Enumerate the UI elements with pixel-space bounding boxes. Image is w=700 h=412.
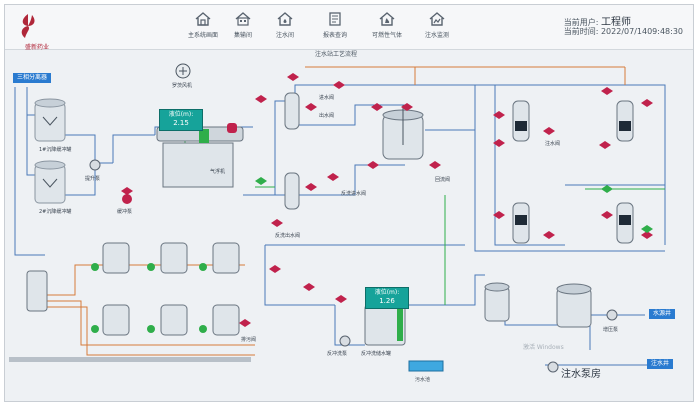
user-label: 当前用户:	[563, 18, 599, 27]
water-house-icon	[277, 12, 293, 26]
time-label: 当前时间:	[563, 27, 599, 36]
gauge-value: 1.26	[379, 297, 395, 305]
valve-label: 反洗出水阀	[275, 232, 300, 239]
lift-pump[interactable]: 提升泵	[85, 159, 101, 182]
sewage-pool: 污水池	[408, 360, 444, 383]
chemical-tank	[26, 270, 48, 312]
nav-label: 注水间	[275, 32, 294, 39]
valve-label: 出水阀	[319, 112, 334, 119]
water-source-label: 水源井	[649, 309, 676, 319]
watermark: 激活 Windows	[523, 344, 564, 351]
logo-text: 盛新药业	[24, 44, 49, 51]
settling-tank-1: 1#沉降缓冲罐	[34, 98, 71, 153]
buffer-pump[interactable]: 缓冲泵	[117, 194, 132, 215]
flotation-label: 气浮机	[210, 168, 225, 175]
nav-label: 集输间	[233, 32, 252, 39]
valve-label: 反洗进水阀	[341, 190, 366, 197]
injection-pump[interactable]	[547, 361, 559, 373]
buffer-tank-right	[484, 282, 510, 322]
settling-tank-2: 2#沉降缓冲罐	[34, 160, 71, 215]
return-pipes	[45, 66, 626, 356]
logo: 盛新药业	[13, 11, 49, 51]
nav-label: 注水监测	[424, 32, 449, 39]
backwash-pump[interactable]: 反冲洗泵	[327, 335, 351, 357]
booster-pump[interactable]: 增压泵	[603, 309, 618, 333]
scada-panel: 盛新药业 主系统画面 集输间 注水间 报表查询 可燃性气体	[4, 4, 694, 402]
dosing-tank-row-2	[91, 304, 240, 336]
filter-column-2	[284, 172, 300, 210]
buffer-pump-label: 缓冲泵	[117, 208, 132, 215]
filter-column-5	[512, 202, 530, 244]
user-value: 工程师	[600, 17, 631, 28]
horizontal-scrollbar[interactable]	[9, 357, 251, 362]
nav-label: 可燃性气体	[371, 32, 402, 39]
nav-gathering[interactable]: 集输间	[213, 11, 273, 47]
backwash-storage-tank: 反冲洗储水罐	[361, 304, 406, 357]
dosing-tank-row-1	[91, 242, 240, 274]
blower-label: 罗茨风机	[172, 82, 192, 89]
level-gauge-2: 液位(m): 1.26	[365, 287, 409, 309]
nav-monitoring[interactable]: 注水监测	[407, 11, 467, 47]
report-icon	[329, 12, 341, 26]
building-icon	[235, 12, 251, 26]
nav-reports[interactable]: 报表查询	[305, 11, 365, 47]
gauge-label: 液位(m):	[168, 111, 194, 118]
nav-injection[interactable]: 注水间	[255, 11, 315, 47]
gauge-value: 2.15	[173, 119, 189, 127]
process-diagram: 1#沉降缓冲罐 2#沉降缓冲罐 提升泵 缓冲泵	[14, 63, 666, 383]
nav-label: 报表查询	[322, 32, 347, 39]
valve-label: 注水阀	[545, 140, 560, 147]
outlet-label: 注水井	[647, 359, 674, 369]
tank-label-2: 2#沉降缓冲罐	[39, 208, 71, 215]
valve-label: 排污阀	[241, 336, 256, 343]
top-navigation: 盛新药业 主系统画面 集输间 注水间 报表查询 可燃性气体	[5, 5, 693, 51]
air-flotation-machine: 气浮机	[156, 123, 244, 188]
valve-label: 进水阀	[319, 94, 334, 101]
gas-icon	[379, 12, 395, 26]
status-panel: 当前用户: 工程师 当前时间: 2022/07/1409:48:30	[564, 13, 683, 39]
green-valves[interactable]	[255, 177, 653, 233]
nav-gas[interactable]: 可燃性气体	[357, 11, 417, 47]
gauge-label: 液位(m):	[374, 289, 400, 296]
time-value: 2022/07/1409:48:30	[600, 27, 683, 36]
nav-label: 主系统画面	[187, 32, 218, 39]
valve-group[interactable]	[121, 73, 653, 327]
filter-column-6	[616, 202, 634, 244]
injection-tank	[556, 283, 592, 328]
tank-label-1: 1#沉降缓冲罐	[39, 146, 71, 153]
diagram-title: 注水站工艺流程	[315, 51, 358, 58]
reaction-tank	[382, 105, 424, 160]
storage-tank-label: 反冲洗储水罐	[361, 350, 391, 357]
nav-main-system[interactable]: 主系统画面	[173, 11, 233, 47]
sewage-label: 污水池	[415, 376, 430, 383]
filter-column-4	[616, 100, 634, 142]
logo-icon	[21, 14, 35, 38]
inlet-label: 三相分离器	[13, 73, 52, 83]
backwash-pump-label: 反冲洗泵	[327, 350, 347, 357]
monitor-icon	[429, 12, 445, 26]
filter-column-3	[512, 100, 530, 142]
valve-label: 回流阀	[435, 176, 450, 183]
pump-label: 提升泵	[85, 175, 100, 182]
booster-label: 增压泵	[603, 326, 618, 333]
level-gauge-1: 液位(m): 2.15	[159, 109, 203, 131]
home-icon	[195, 12, 211, 26]
roots-blower[interactable]: 罗茨风机	[172, 63, 192, 89]
green-pipes	[184, 139, 665, 305]
filter-column-1	[284, 92, 300, 130]
pump-room-title: 注水泵房	[561, 369, 601, 380]
